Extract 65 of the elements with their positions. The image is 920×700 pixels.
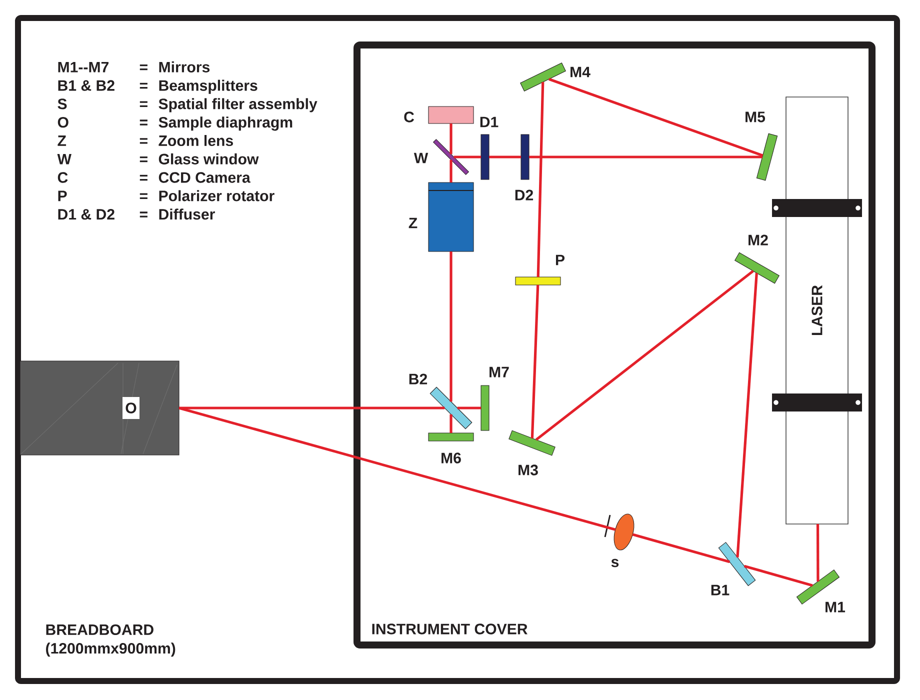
equals-sign: = [140, 64, 148, 70]
legend-description: Glass window [158, 153, 259, 164]
part-label: M4 [570, 66, 590, 78]
part-label: M7 [490, 366, 509, 378]
part-label: O [122, 397, 140, 419]
legend-code: S [58, 98, 67, 110]
legend-description: Spatial filter assembly [158, 98, 318, 112]
legend-description: Beamsplitters [159, 80, 258, 94]
laser-beam [450, 160, 452, 182]
part-label: D1 [480, 116, 498, 128]
legend-code: M1--M7 [58, 62, 108, 72]
part-label: M6 [442, 452, 461, 464]
laser-beam [535, 270, 754, 441]
legend-code: Z [58, 136, 66, 146]
legend-description: Zoom lens [158, 135, 233, 146]
equals-sign: = [140, 82, 148, 89]
laser-beam [536, 82, 544, 278]
equals-sign: = [140, 120, 148, 126]
part-label: W [414, 152, 428, 164]
legend-code: O [58, 116, 68, 128]
part-label: M2 [748, 234, 768, 246]
cover-label: INSTRUMENT COVER [372, 624, 528, 634]
laser-beam [530, 284, 540, 438]
laser-beam [548, 78, 764, 157]
laser-beam [179, 406, 445, 410]
laser-beam [529, 156, 762, 158]
laser-beam [736, 272, 758, 558]
laser-beam [489, 156, 521, 158]
legend-code: B1 & B2 [58, 80, 114, 91]
part-label: M3 [518, 464, 538, 476]
part-label: D2 [515, 190, 534, 200]
laser-beam [454, 156, 481, 158]
part-label: B1 [711, 584, 730, 596]
equals-sign: = [140, 138, 148, 144]
equals-sign: = [140, 156, 148, 162]
part-label: P [556, 254, 565, 266]
part-label: C [404, 112, 414, 122]
part-label: B2 [409, 374, 428, 384]
legend-code: C [58, 172, 68, 183]
equals-sign: = [140, 212, 148, 218]
laser-beam [450, 124, 452, 154]
breadboard-label: BREADBOARD (1200mmx900mm) [46, 624, 176, 657]
laser-beam [816, 524, 820, 582]
laser-beam [450, 414, 452, 433]
equals-sign: = [140, 193, 148, 199]
legend-description: Sample diaphragm [158, 116, 292, 131]
laser-beam [178, 406, 616, 531]
laser-beam [632, 533, 730, 564]
legend-code: P [58, 190, 67, 202]
laser-beam [744, 564, 813, 587]
equals-sign: = [140, 101, 148, 107]
legend-description: CCD Camera [158, 172, 250, 183]
laser-box: LASER [786, 96, 848, 524]
laser-beam [457, 406, 481, 410]
part-label: M5 [746, 112, 766, 122]
part-label: Z [408, 218, 418, 228]
part-label: s [611, 558, 619, 568]
equals-sign: = [140, 174, 148, 181]
legend-code: W [57, 154, 72, 164]
legend-description: Polarizer rotator [159, 190, 274, 202]
legend-code: D1 & D2 [58, 208, 114, 220]
legend-description: Diffuser [159, 208, 215, 220]
part-label: M1 [826, 602, 846, 612]
legend-description: Mirrors [159, 61, 210, 72]
laser-beam [450, 252, 452, 402]
